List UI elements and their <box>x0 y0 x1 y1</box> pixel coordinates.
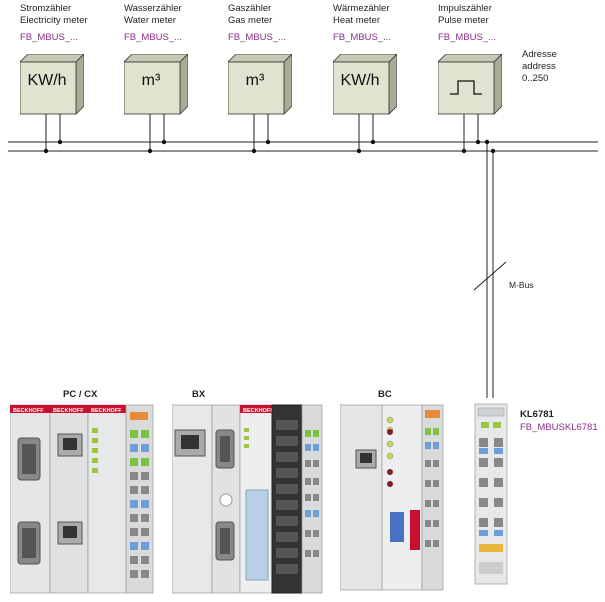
meter-display: m³ <box>245 72 265 89</box>
meter-name-en: Electricity meter <box>20 15 88 26</box>
meter-name-en: Gas meter <box>228 15 273 26</box>
pulse-icon <box>450 80 482 95</box>
fb-label-electricity: FB_MBUS_... <box>20 32 79 43</box>
title-pc-cx: PC / CX <box>63 389 98 400</box>
meter-label-gas: Gaszähler Gas meter <box>228 3 272 27</box>
brand-logo: BECKHOFF <box>13 408 44 414</box>
svg-text:BECKHOFF: BECKHOFF <box>243 408 274 414</box>
meter-label-electricity: Stromzähler Electricity meter <box>20 3 88 27</box>
meter-label-pulse: Impulszähler Pulse meter <box>438 3 492 27</box>
fb-label-gas: FB_MBUS_... <box>228 32 287 43</box>
meter-label-water: Wasserzähler Water meter <box>124 3 182 27</box>
fb-label-pulse: FB_MBUS_... <box>438 32 497 43</box>
meter-display: KW/h <box>27 72 67 89</box>
meter-name-en: Pulse meter <box>438 15 489 26</box>
meter-name-de: Stromzähler <box>20 3 72 14</box>
electricity-meter: KW/h <box>20 54 84 115</box>
address-label-en: address <box>522 61 556 72</box>
gas-meter: m³ <box>228 54 292 115</box>
address-range: 0..250 <box>522 73 549 84</box>
fb-label-water: FB_MBUS_... <box>124 32 183 43</box>
address-label-de: Adresse <box>522 49 557 60</box>
meter-name-de: Wasserzähler <box>124 3 182 14</box>
meter-label-heat: Wärmezähler Heat meter <box>333 3 390 27</box>
svg-text:BECKHOFF: BECKHOFF <box>53 408 84 414</box>
meter-display: KW/h <box>340 72 380 89</box>
meter-name-en: Heat meter <box>333 15 380 26</box>
address-note: Adresse address 0..250 <box>522 49 557 85</box>
kl6781-terminal <box>474 403 508 585</box>
meter-display: m³ <box>141 72 161 89</box>
water-meter: m³ <box>124 54 188 115</box>
pc-cx-controller: BECKHOFF BECKHOFF BECKHOFF <box>10 404 154 594</box>
title-bx: BX <box>192 389 206 400</box>
heat-meter: KW/h <box>333 54 397 115</box>
junction-dots <box>43 139 496 154</box>
meter-name-en: Water meter <box>124 15 176 26</box>
kl6781-fb: FB_MBUSKL6781 <box>520 422 598 433</box>
bc-controller <box>340 404 444 591</box>
mbus-label: M-Bus <box>509 280 534 290</box>
kl6781-title: KL6781 <box>520 409 554 420</box>
bx-controller: BECKHOFF <box>172 404 323 594</box>
fb-label-heat: FB_MBUS_... <box>333 32 392 43</box>
pulse-meter <box>438 54 502 115</box>
meter-name-de: Wärmezähler <box>333 3 390 14</box>
title-bc: BC <box>378 389 392 400</box>
meter-name-de: Gaszähler <box>228 3 272 14</box>
meter-name-de: Impulszähler <box>438 3 492 14</box>
svg-text:BECKHOFF: BECKHOFF <box>91 408 122 414</box>
